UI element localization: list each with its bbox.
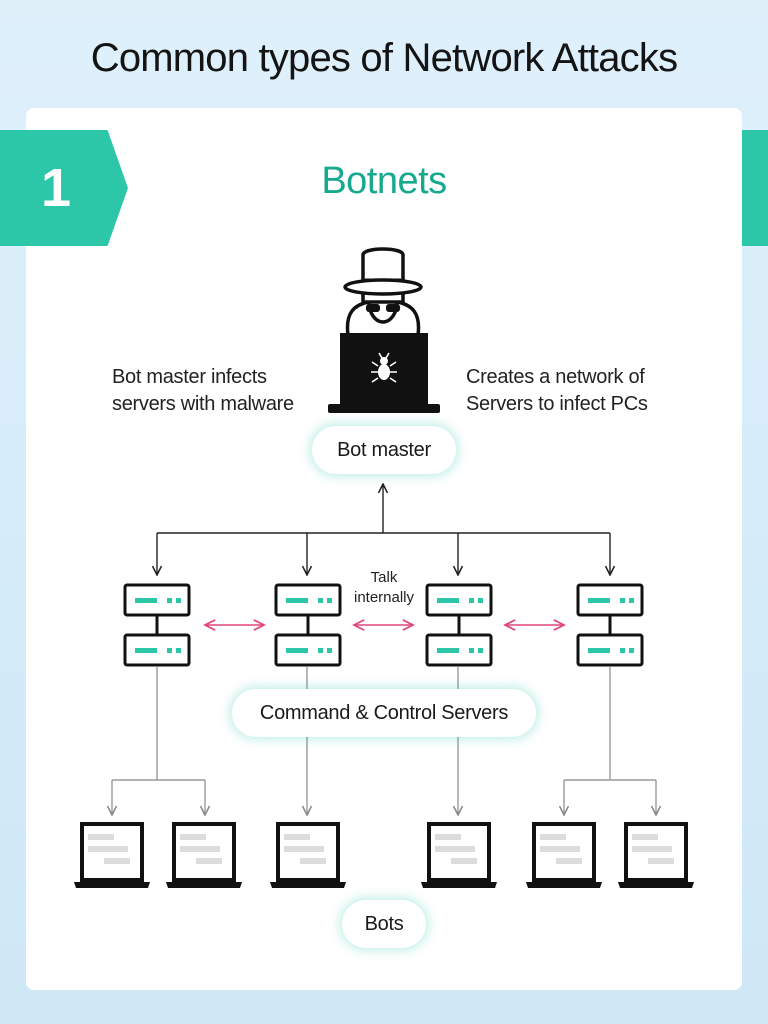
server-icon <box>274 583 342 667</box>
left-note-line: servers with malware <box>112 393 294 415</box>
laptop-icon <box>524 822 604 890</box>
laptop-icon <box>419 822 499 890</box>
talk-line: internally <box>353 589 415 606</box>
right-note-line: Servers to infect PCs <box>466 393 648 415</box>
control-links <box>157 484 610 575</box>
laptop-icon <box>616 822 696 890</box>
laptop-icon <box>164 822 244 890</box>
server-icon <box>576 583 644 667</box>
section-number-ribbon <box>0 130 128 246</box>
ribbon-right-tab <box>742 130 768 246</box>
laptop-icon <box>72 822 152 890</box>
server-icon <box>123 583 191 667</box>
server-icon <box>425 583 493 667</box>
right-note: Creates a network of Servers to infect P… <box>466 364 648 418</box>
talk-line: Talk <box>370 569 398 586</box>
command-control-label: Command & Control Servers <box>232 689 536 737</box>
bots-label: Bots <box>342 900 426 948</box>
talk-internally-label: Talk internally <box>344 568 424 608</box>
section-number: 1 <box>40 158 72 218</box>
left-note-line: Bot master infects <box>112 366 267 388</box>
page-title: Common types of Network Attacks <box>90 36 678 80</box>
section-title: Botnets <box>321 160 447 202</box>
laptop-icon <box>268 822 348 890</box>
bug-icon <box>371 352 397 383</box>
left-note: Bot master infects servers with malware <box>112 364 294 418</box>
hacker-icon <box>328 247 440 413</box>
bot-master-label: Bot master <box>312 426 456 474</box>
right-note-line: Creates a network of <box>466 366 645 388</box>
